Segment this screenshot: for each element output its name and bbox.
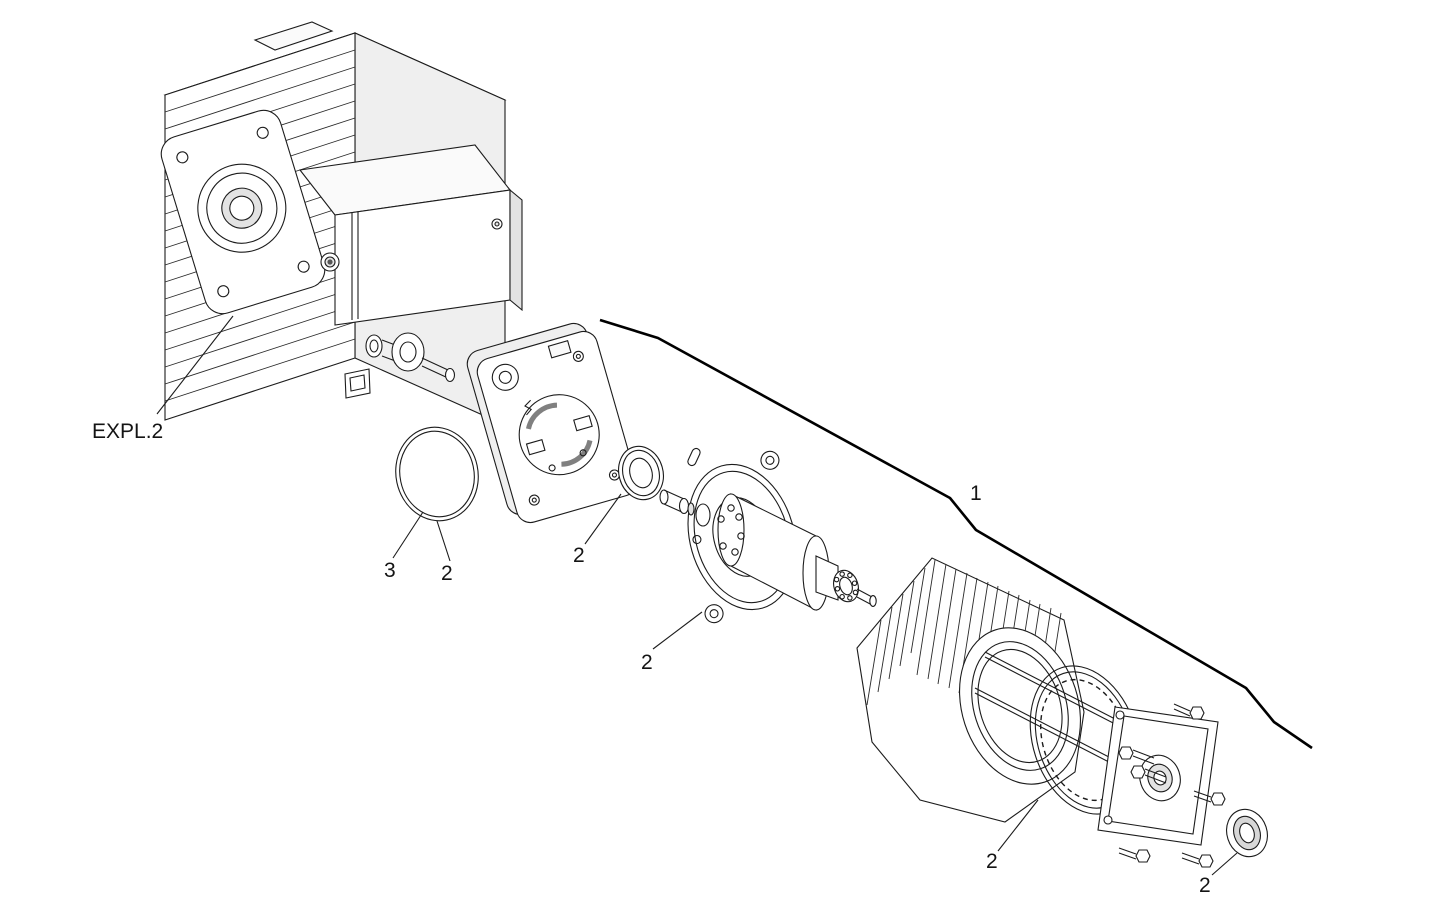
gearbox-output-coupling xyxy=(365,332,456,383)
end-shield-opening xyxy=(518,394,600,476)
seal-ring-rear xyxy=(1226,808,1268,858)
terminal-block xyxy=(547,340,572,359)
label-2-cover: 2 xyxy=(641,651,653,674)
housing-bore xyxy=(959,627,1081,785)
end-plate xyxy=(1097,703,1226,868)
gearbox-top-tab xyxy=(253,21,334,51)
gearbox-bore-inner xyxy=(229,195,255,221)
leader-3 xyxy=(392,511,424,559)
hex-bolt xyxy=(1189,706,1205,720)
label-3: 3 xyxy=(384,559,396,582)
hex-bolt xyxy=(1210,792,1226,806)
rotor-face-details xyxy=(717,504,745,556)
brush-holder xyxy=(525,438,546,456)
shaft-key xyxy=(687,447,701,467)
gearbox-motor-mount-block xyxy=(298,144,523,326)
ball-bearing xyxy=(833,569,859,603)
o-ring-large xyxy=(395,426,479,522)
hex-bolt xyxy=(1130,765,1146,779)
cover-ear xyxy=(704,604,724,624)
gearbox-mounting-flange xyxy=(160,109,326,315)
end-plate-bolts xyxy=(1118,703,1226,868)
label-2-oring: 2 xyxy=(441,562,453,585)
leader-2-seal xyxy=(584,493,622,545)
end-shield-boss xyxy=(491,363,519,391)
motor-housing xyxy=(856,557,1085,823)
gearbox-bore-outer xyxy=(197,163,287,253)
gearbox-input-shaft-end xyxy=(320,252,340,272)
gearbox-foot xyxy=(344,368,371,399)
hex-bolt xyxy=(1198,854,1214,868)
label-2-rearseal: 2 xyxy=(1199,874,1211,897)
assembly-1-leader xyxy=(599,318,1313,750)
gearbox-assembly xyxy=(160,21,523,426)
seal-ring-front xyxy=(618,445,664,501)
commutator xyxy=(815,555,839,601)
end-shield-front xyxy=(476,330,638,524)
rotor-rear-shaft-tip xyxy=(856,588,877,607)
callout-labels: EXPL.2 1 3 2 2 2 2 2 xyxy=(92,420,1211,897)
hex-bolt xyxy=(1135,849,1151,863)
leader-expl2 xyxy=(156,315,234,415)
hex-bolt xyxy=(1118,746,1134,760)
end-shield xyxy=(466,322,638,524)
rotor-front-shaft xyxy=(659,489,711,527)
cover-ear xyxy=(760,450,780,470)
label-2-seal: 2 xyxy=(573,544,585,567)
leader-2-rearseal xyxy=(1211,852,1238,876)
rotor-front-face xyxy=(717,493,745,567)
leader-lines xyxy=(156,315,1313,876)
leader-2-oring xyxy=(436,520,451,562)
rotor-assembly xyxy=(659,489,877,611)
block-end-face xyxy=(509,188,523,312)
label-2-gasket: 2 xyxy=(986,850,998,873)
leader-2-gasket xyxy=(997,799,1039,852)
leader-2-cover xyxy=(652,611,703,650)
brush-holder xyxy=(573,415,593,432)
label-expl2: EXPL.2 xyxy=(92,420,163,443)
label-1: 1 xyxy=(970,482,982,505)
brush-spring xyxy=(524,399,533,416)
